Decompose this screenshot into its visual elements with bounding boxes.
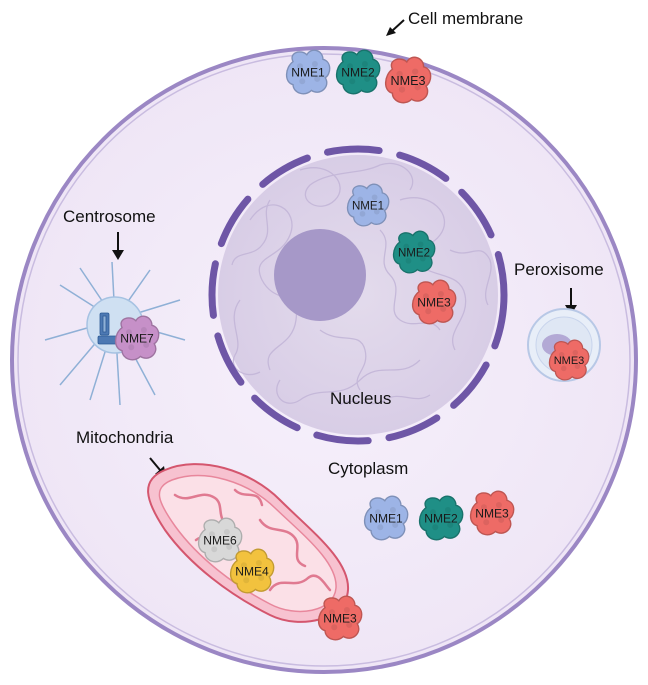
- nuclear-envelope: [208, 145, 508, 445]
- protein-mitochondria-nme6: NME6: [197, 517, 243, 563]
- nucleus: [208, 145, 508, 445]
- cytoplasm-label: Cytoplasm: [328, 459, 408, 478]
- nucleus-label: Nucleus: [330, 389, 391, 408]
- mitochondria-label: Mitochondria: [76, 428, 174, 447]
- centrosome-arrow-icon: [112, 232, 124, 260]
- protein-mitochondria-nme4-label: NME4: [235, 565, 269, 579]
- protein-nucleus-nme3-label: NME3: [417, 296, 451, 310]
- mitochondrion: [147, 463, 350, 623]
- protein-membrane-nme3: NME3: [384, 56, 432, 104]
- protein-centrosome-nme7: NME7: [114, 315, 160, 361]
- protein-cytoplasm-nme1-label: NME1: [369, 512, 403, 526]
- protein-nucleus-nme2: NME2: [392, 230, 436, 274]
- protein-membrane-nme1-label: NME1: [291, 66, 325, 80]
- protein-cytoplasm-nme3: NME3: [469, 490, 515, 536]
- protein-mitochondria-nme4: NME4: [229, 548, 275, 594]
- protein-centrosome-nme7-label: NME7: [120, 332, 154, 346]
- cell-membrane-label: Cell membrane: [408, 9, 523, 28]
- peroxisome-label: Peroxisome: [514, 260, 604, 279]
- nucleolus: [274, 229, 366, 321]
- protein-nucleus-nme1: NME1: [346, 183, 390, 227]
- centrosome-label: Centrosome: [63, 207, 156, 226]
- protein-peroxisome-nme3: NME3: [548, 339, 590, 381]
- protein-mitochondria-outer-nme3: NME3: [317, 595, 363, 641]
- protein-nucleus-nme3: NME3: [411, 279, 457, 325]
- cell-membrane-inner: [17, 53, 631, 667]
- protein-membrane-nme1: NME1: [285, 49, 331, 95]
- protein-cytoplasm-nme2: NME2: [418, 495, 464, 541]
- protein-membrane-nme3-label: NME3: [391, 74, 426, 88]
- chromatin: [231, 162, 492, 406]
- protein-membrane-nme2-label: NME2: [341, 66, 375, 80]
- protein-cytoplasm-nme2-label: NME2: [424, 512, 458, 526]
- protein-nucleus-nme1-label: NME1: [352, 200, 384, 212]
- cell-membrane-arrow-icon: [386, 19, 405, 36]
- protein-mitochondria-outer-nme3-label: NME3: [323, 612, 357, 626]
- protein-cytoplasm-nme1: NME1: [363, 495, 409, 541]
- protein-mitochondria-nme6-label: NME6: [203, 534, 237, 548]
- protein-membrane-nme2: NME2: [335, 49, 381, 95]
- protein-cytoplasm-nme3-label: NME3: [475, 507, 509, 521]
- protein-peroxisome-nme3-label: NME3: [554, 355, 585, 367]
- protein-nucleus-nme2-label: NME2: [398, 247, 430, 259]
